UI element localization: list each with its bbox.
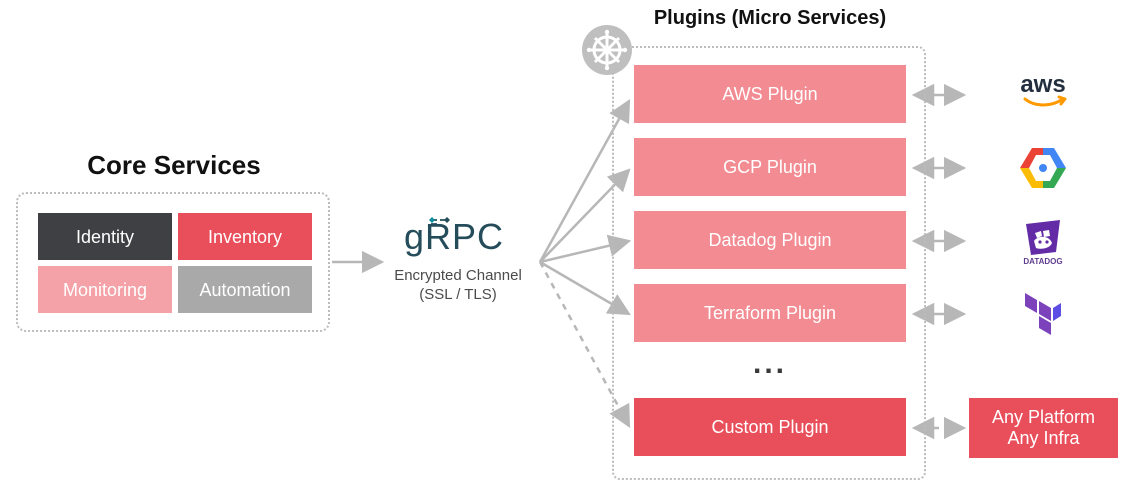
helm-wheel-icon	[582, 25, 632, 75]
more-plugins-ellipsis: ...	[752, 347, 787, 380]
core-services-title: Core Services	[87, 150, 261, 180]
automation-service: Automation	[178, 266, 312, 313]
gcp-plugin: GCP Plugin	[634, 138, 906, 196]
datadog-plugin: Datadog Plugin	[634, 211, 906, 269]
grpc-logo-text: gRPC	[403, 216, 505, 257]
grpc-mark-icon	[429, 217, 450, 225]
gcp-icon	[1020, 148, 1066, 188]
grpc-to-gcp-plugin-arrow	[539, 168, 631, 263]
grpc-to-terraform-plugin-arrow	[539, 260, 631, 316]
aws-plugin: AWS Plugin	[634, 65, 906, 123]
grpc-to-aws-plugin-arrow	[538, 99, 631, 263]
inventory-service: Inventory	[178, 213, 312, 260]
grpc-channel: gRPC Encrypted Channel (SSL / TLS)	[372, 214, 544, 310]
terraform-plugin: Terraform Plugin	[634, 284, 906, 342]
aws-icon: aws	[1020, 71, 1067, 107]
plugins-title: Plugins (Micro Services)	[653, 7, 887, 29]
terraform-icon	[1025, 293, 1061, 335]
grpc-caption-line2: (SSL / TLS)	[419, 286, 497, 303]
identity-service: Identity	[38, 213, 172, 260]
aws-logo-text: aws	[1020, 71, 1065, 98]
monitoring-service: Monitoring	[38, 266, 172, 313]
grpc-to-datadog-plugin-arrow	[539, 234, 632, 264]
any-infra-label: Any Infra	[1007, 428, 1080, 448]
datadog-logo-text: DATADOG	[1023, 257, 1063, 266]
datadog-icon	[1026, 220, 1060, 255]
custom-plugin: Custom Plugin	[634, 398, 906, 456]
grpc-logo: gRPC	[400, 214, 508, 264]
plugins-group	[612, 46, 926, 480]
grpc-caption-line1: Encrypted Channel	[394, 267, 522, 284]
any-platform-target: Any Platform Any Infra	[969, 398, 1118, 458]
core-services-group	[16, 192, 330, 332]
any-platform-label: Any Platform	[991, 407, 1096, 427]
